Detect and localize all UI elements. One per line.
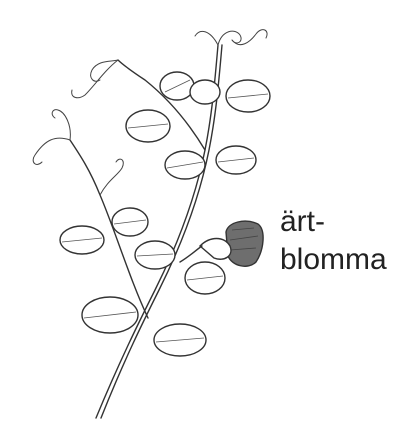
tendril-6 (52, 110, 70, 140)
leaflet-group (60, 72, 270, 356)
tendril-3 (72, 60, 118, 98)
flower-label-line-1: ärt- (280, 206, 325, 238)
tendril-1 (218, 31, 241, 45)
tendril-2 (195, 31, 218, 45)
pea-flower (180, 221, 263, 266)
tendril-7 (100, 159, 123, 195)
flower-label-line-2: blomma (280, 244, 387, 276)
tendril-5 (33, 138, 70, 164)
